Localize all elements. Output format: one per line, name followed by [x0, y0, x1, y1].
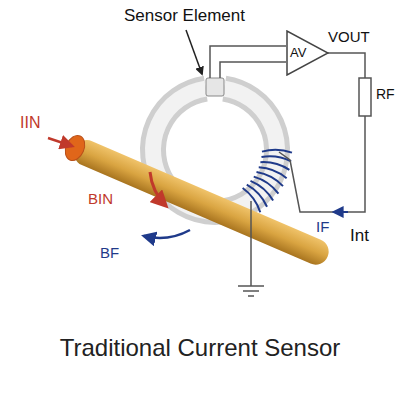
input-field-arrow	[150, 172, 166, 206]
ground-wire	[250, 201, 252, 286]
caption: Traditional Current Sensor	[0, 334, 400, 362]
signal-name: VOUT	[328, 28, 370, 45]
feedback-field-arrow	[144, 230, 190, 238]
conductor-end	[62, 133, 89, 164]
feedback-coil	[243, 150, 292, 213]
primary-conductor	[62, 133, 333, 269]
output-wire	[326, 53, 365, 78]
signal-name: IF	[316, 218, 329, 235]
hall-sensor	[206, 78, 224, 96]
ground-symbol	[238, 286, 264, 296]
sensor-lead	[210, 46, 286, 78]
amplifier-triangle: AV	[286, 30, 329, 76]
coil-winding	[262, 150, 292, 153]
amplifier-gain: AV	[286, 30, 329, 76]
signal-name: BF	[100, 244, 119, 261]
component-label: RF	[376, 86, 395, 102]
feedback-wire	[279, 116, 365, 212]
input-current-arrow	[48, 138, 72, 146]
feedback-current-arrow	[334, 211, 348, 213]
conductor-body	[70, 136, 333, 269]
note-label: Int	[350, 226, 369, 246]
part-label: Sensor Element	[124, 6, 245, 26]
signal-name: IIN	[20, 114, 40, 132]
amplifier-shape	[287, 31, 328, 75]
sensor-lead	[220, 62, 286, 78]
resistor-symbol	[359, 78, 371, 116]
signal-name: BIN	[88, 190, 113, 207]
leader-arrow	[186, 30, 202, 74]
